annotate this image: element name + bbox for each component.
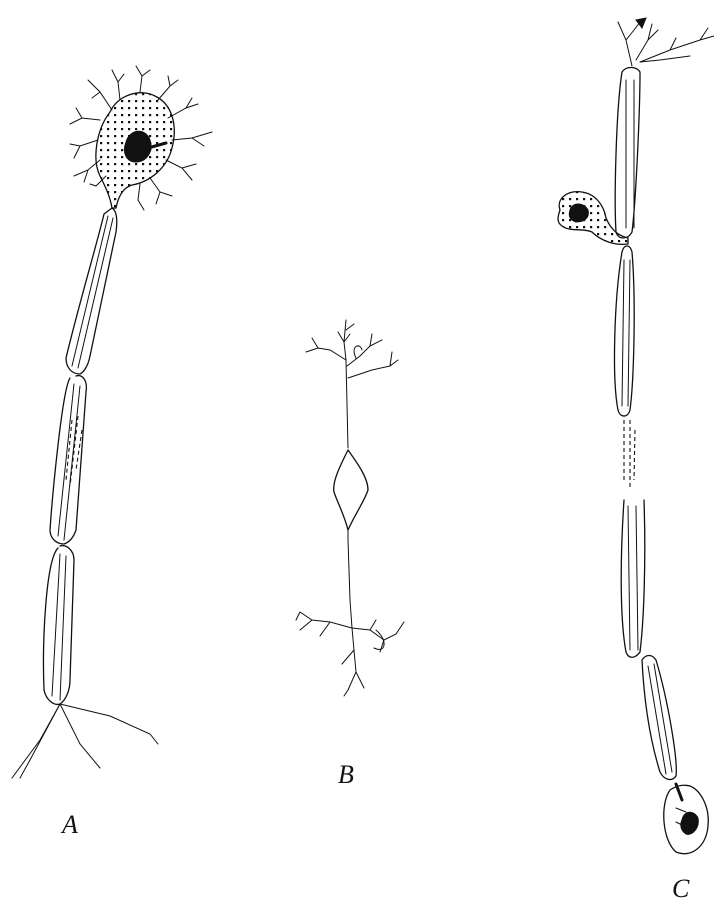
neuron-a-multipolar (12, 66, 212, 778)
neuron-c-central-process (615, 246, 682, 800)
neuron-c-unipolar (558, 18, 714, 854)
neuron-b-axon (296, 530, 404, 696)
neuron-c-top-branches (618, 18, 714, 66)
label-b: B (338, 762, 354, 788)
label-a: A (62, 812, 78, 838)
neuron-c-peripheral-process (615, 68, 640, 239)
neuron-c-nucleus (569, 204, 588, 222)
neuron-b-bipolar (296, 320, 404, 696)
neuron-a-nucleus (124, 131, 151, 162)
neuron-c-soma (558, 192, 628, 245)
neuron-b-soma (334, 450, 368, 530)
label-c: C (672, 876, 689, 902)
neuron-a-axon (12, 208, 158, 778)
neuron-b-upper-dendrites (306, 320, 398, 448)
